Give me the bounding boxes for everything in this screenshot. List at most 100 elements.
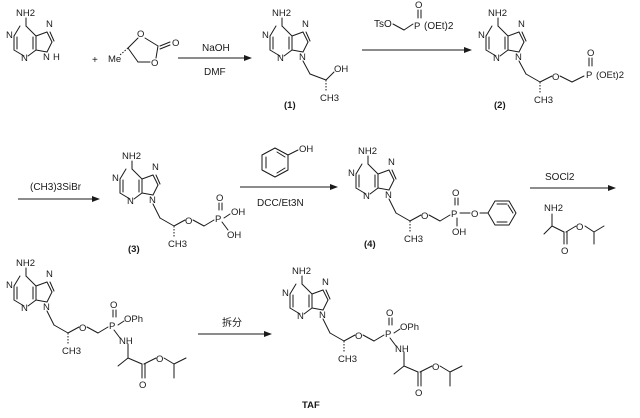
atom-label: OPh bbox=[400, 322, 419, 333]
atom-label: N bbox=[127, 196, 134, 207]
reaction-arrow-3: (CH3)3SiBr bbox=[18, 182, 100, 202]
atom-label: CH3 bbox=[168, 239, 187, 250]
atom-label: N bbox=[302, 19, 309, 30]
atom-label: O bbox=[139, 380, 146, 391]
atom-label: N bbox=[149, 195, 156, 206]
reagent-label: NaOH bbox=[202, 43, 230, 54]
atom-label: N bbox=[297, 311, 304, 322]
atom-label: CH3 bbox=[338, 354, 357, 365]
atom-label: O bbox=[79, 323, 86, 334]
reagent-label: (CH3)3SiBr bbox=[30, 182, 82, 193]
atom-label: (OEt)2 bbox=[596, 70, 624, 81]
atom-label: OH bbox=[334, 64, 348, 75]
atom-label: CH3 bbox=[62, 346, 81, 357]
atom-label: P bbox=[414, 21, 420, 32]
atom-label: N bbox=[262, 30, 269, 41]
atom-label: N bbox=[21, 53, 28, 64]
reaction-arrow-5: SOCl2 NH2 O O bbox=[530, 172, 616, 257]
atom-label: N bbox=[388, 157, 395, 168]
atom-label: NH2 bbox=[544, 203, 563, 214]
atom-label: N bbox=[363, 191, 370, 202]
atom-label: NH2 bbox=[16, 8, 35, 19]
atom-label: P bbox=[385, 329, 391, 340]
atom-label: OH bbox=[452, 227, 466, 238]
atom-label: P bbox=[451, 209, 457, 220]
atom-label: O bbox=[587, 48, 594, 59]
atom-label: N bbox=[43, 52, 50, 63]
adenine-reagent: NH2 N N N N H bbox=[6, 8, 60, 64]
atom-label: O bbox=[216, 193, 223, 204]
atom-label: OH bbox=[299, 144, 313, 155]
atom-label: N bbox=[493, 53, 500, 64]
taf-product: NH2 N N N N O P O OPh NH O O CH3 TAF bbox=[282, 266, 463, 411]
atom-label: NH2 bbox=[358, 146, 377, 157]
atom-label: H bbox=[53, 52, 60, 63]
compound-label: (2) bbox=[494, 100, 506, 111]
atom-label: O bbox=[415, 0, 422, 11]
atom-label: N bbox=[518, 19, 525, 30]
atom-label: N bbox=[43, 302, 50, 313]
atom-label: NH2 bbox=[16, 258, 35, 269]
reagent-label: DMF bbox=[204, 67, 226, 78]
atom-label: N bbox=[322, 277, 329, 288]
atom-label: P bbox=[215, 214, 221, 225]
diastereomer-mixture: NH2 N N N N O P O OPh NH O O CH3 bbox=[6, 258, 187, 391]
atom-label: O bbox=[172, 38, 179, 49]
atom-label: N bbox=[112, 173, 119, 184]
atom-label: N bbox=[385, 190, 392, 201]
atom-label: O bbox=[355, 331, 362, 342]
compound-label: (3) bbox=[128, 244, 140, 255]
reagent-label: DCC/Et3N bbox=[257, 198, 304, 209]
atom-label: OH bbox=[227, 230, 241, 241]
reagent-label: 拆分 bbox=[222, 316, 242, 329]
atom-label: NH bbox=[395, 344, 409, 355]
atom-label: O bbox=[471, 209, 478, 220]
atom-label: O bbox=[110, 300, 117, 311]
atom-label: O bbox=[576, 222, 583, 233]
compound-1: NH2 N N N N OH CH3 (1) bbox=[262, 8, 348, 111]
atom-label: N bbox=[152, 162, 159, 173]
propylene-carbonate: O O O Me bbox=[108, 29, 179, 69]
reaction-arrow-4: OH DCC/Et3N bbox=[240, 144, 338, 209]
atom-label: O bbox=[151, 58, 158, 69]
atom-label: O bbox=[415, 388, 422, 399]
compound-3: NH2 N N N N O P O OH OH CH3 (3) bbox=[112, 151, 245, 255]
compound-label: TAF bbox=[302, 400, 320, 411]
atom-label: N bbox=[299, 52, 306, 63]
atom-label: NH2 bbox=[272, 8, 291, 19]
atom-label: P bbox=[109, 321, 115, 332]
atom-label: N bbox=[46, 19, 53, 30]
atom-label: OH bbox=[231, 207, 245, 218]
atom-label: N bbox=[478, 30, 485, 41]
atom-label: O bbox=[452, 188, 459, 199]
atom-label: O bbox=[156, 354, 163, 365]
plus-operator: + bbox=[92, 55, 98, 66]
atom-label: P bbox=[586, 70, 592, 81]
atom-label: N bbox=[21, 303, 28, 314]
compound-2: NH2 N N N N O P O (OEt)2 CH3 (2) bbox=[478, 8, 624, 111]
reagent-label: TsO bbox=[374, 19, 392, 30]
compound-label: (1) bbox=[284, 100, 296, 111]
atom-label: O bbox=[386, 308, 393, 319]
reagent-label: SOCl2 bbox=[545, 172, 575, 183]
compound-4: NH2 N N N N O P O O OH CH3 (4) bbox=[348, 146, 517, 250]
atom-label: NH2 bbox=[292, 266, 311, 277]
atom-label: O bbox=[137, 29, 144, 40]
atom-label: CH3 bbox=[534, 95, 553, 106]
reaction-arrow-1: NaOH DMF bbox=[178, 43, 252, 78]
atom-label: N bbox=[6, 30, 13, 41]
reaction-arrow-2: TsO P O (OEt)2 bbox=[362, 0, 472, 53]
atom-label: CH3 bbox=[404, 234, 423, 245]
atom-label: CH3 bbox=[320, 93, 339, 104]
atom-label: NH2 bbox=[122, 151, 141, 162]
atom-label: N bbox=[46, 269, 53, 280]
atom-label: NH2 bbox=[488, 8, 507, 19]
reagent-label: (OEt)2 bbox=[424, 21, 454, 32]
compound-label: (4) bbox=[364, 239, 376, 250]
atom-label: N bbox=[282, 288, 289, 299]
atom-label: O bbox=[561, 246, 568, 257]
atom-label: N bbox=[319, 310, 326, 321]
atom-label: Me bbox=[108, 54, 121, 65]
reaction-arrow-6: 拆分 bbox=[198, 316, 272, 337]
